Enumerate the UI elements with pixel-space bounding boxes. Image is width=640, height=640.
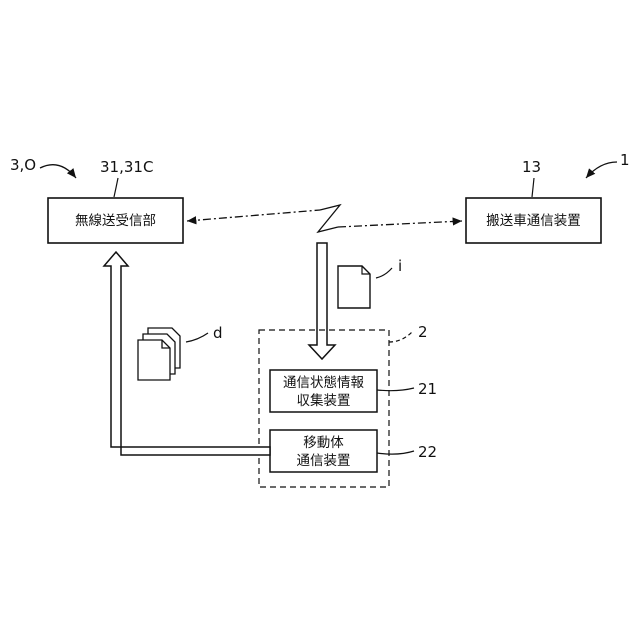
collector-ref: 21 xyxy=(418,380,437,398)
vehicle-comm-leader xyxy=(532,178,534,197)
wireless-unit-label: 無線送受信部 xyxy=(75,213,156,229)
collector-box: 通信状態情報 収集装置 xyxy=(270,370,377,412)
collector-label-line1: 通信状態情報 xyxy=(283,375,364,391)
info-i-label: i xyxy=(398,257,402,275)
data-return-arrow xyxy=(104,252,270,455)
info-down-arrow xyxy=(309,243,335,359)
mobile-unit-ref: 2 xyxy=(418,323,428,341)
vehicle-comm-label: 搬送車通信装置 xyxy=(486,213,581,229)
mobile-comm-label-line2: 通信装置 xyxy=(297,453,351,469)
collector-label-line2: 収集装置 xyxy=(297,393,351,409)
mobile-comm-leader xyxy=(377,451,414,454)
vehicle-comm-box: 搬送車通信装置 xyxy=(466,198,601,243)
vehicle-comm-ref: 13 xyxy=(522,158,541,176)
mobile-unit-leader xyxy=(389,332,412,342)
data-documents-icon xyxy=(138,328,180,380)
wireless-unit-ref: 31,31C xyxy=(100,158,153,176)
vehicle-system-ref: 1 xyxy=(620,151,630,169)
data-d-label: d xyxy=(213,324,223,342)
wireless-unit-box: 無線送受信部 xyxy=(48,198,183,243)
collector-leader xyxy=(377,388,414,391)
mobile-comm-ref: 22 xyxy=(418,443,437,461)
data-leader xyxy=(186,333,208,342)
info-document-icon xyxy=(338,266,370,308)
mobile-comm-label-line1: 移動体 xyxy=(303,435,344,451)
info-leader xyxy=(376,268,392,278)
wireless-unit-leader xyxy=(114,178,118,197)
wireless-system-leader xyxy=(40,165,76,178)
vehicle-system-leader xyxy=(586,162,617,178)
mobile-comm-box: 移動体 通信装置 xyxy=(270,430,377,472)
wireless-link xyxy=(187,205,462,232)
wireless-system-ref: 3,O xyxy=(10,156,36,174)
